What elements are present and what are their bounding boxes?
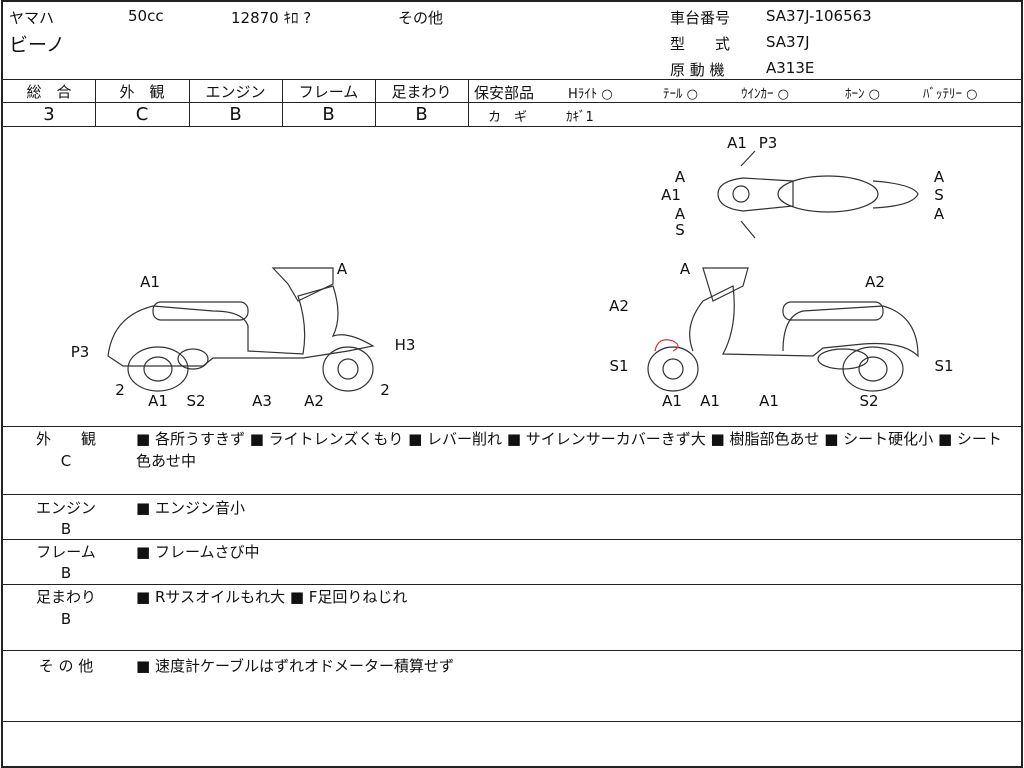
damage-label: A (674, 168, 686, 186)
maker: ヤマハ (9, 9, 55, 27)
safety-winker: ｳｲﾝｶｰ ○ (741, 87, 789, 102)
damage-label: A3 (252, 392, 272, 410)
grade-engine-label: エンジン (205, 83, 266, 101)
model-name: ビーノ (9, 34, 65, 56)
damage-label: P3 (70, 343, 90, 361)
section-other-text: ■ 速度計ケーブルはずれオドメーター積算せず (136, 657, 455, 675)
damage-label: A1 (727, 134, 747, 152)
damage-label: A (336, 260, 348, 278)
safety-headlight: Hﾗｲﾄ ○ (568, 87, 613, 102)
grade-frame-label: フレーム (298, 83, 359, 101)
damage-label: S (675, 221, 685, 239)
damage-label: A (933, 205, 945, 223)
safety-battery: ﾊﾞｯﾃﾘｰ ○ (923, 87, 978, 102)
grade-overall-value: 3 (43, 104, 55, 125)
section-suspension-text: ■ Rサスオイルもれ大 ■ F足回りねじれ (136, 588, 408, 606)
section-suspension-grade: B (60, 610, 72, 628)
grade-exterior-value: C (135, 104, 149, 125)
damage-label: S2 (186, 392, 206, 410)
damage-label: A1 (662, 392, 682, 410)
key-label: カ ギ (488, 110, 528, 125)
grade-engine-value: B (229, 104, 242, 125)
safety-tail: ﾃｰﾙ ○ (663, 87, 698, 102)
damage-label: A1 (759, 392, 779, 410)
right-side-scooter (647, 267, 919, 392)
engine-label: 原 動 機 (670, 61, 725, 79)
damage-label: A (933, 168, 945, 186)
section-exterior-grade: C (60, 452, 72, 470)
top-view-scooter (717, 150, 919, 239)
key-value: ｶｷﾞ1 (566, 110, 594, 125)
grade-overall-label: 総 合 (26, 83, 72, 101)
damage-label: S1 (609, 357, 629, 375)
damage-label: 2 (115, 381, 125, 399)
damage-label: S1 (934, 357, 954, 375)
section-suspension-title: 足まわり (35, 588, 96, 606)
section-engine-grade: B (60, 520, 72, 538)
damage-label: A1 (140, 273, 160, 291)
damage-label: H3 (394, 336, 416, 354)
type-label: 型 式 (670, 35, 731, 53)
damage-label: A2 (609, 297, 629, 315)
section-engine-title: エンジン (35, 499, 96, 517)
damage-label: A (674, 205, 686, 223)
section-engine-text: ■ エンジン音小 (136, 499, 245, 517)
engine: A313E (766, 59, 815, 77)
grade-suspension-label: 足まわり (391, 83, 452, 101)
section-frame-text: ■ フレームさび中 (136, 543, 260, 561)
displacement: 50cc (128, 7, 164, 25)
safety-horn: ﾎｰﾝ ○ (845, 87, 880, 102)
damage-label: A2 (865, 273, 885, 291)
type: SA37J (766, 33, 810, 51)
frame-no-label: 車台番号 (670, 9, 731, 27)
section-frame-title: フレーム (36, 543, 96, 561)
section-frame-grade: B (60, 564, 72, 582)
damage-label: A1 (661, 186, 681, 204)
grade-suspension-value: B (415, 104, 428, 125)
left-side-scooter (107, 267, 375, 392)
grade-frame-value: B (322, 104, 335, 125)
safety-title: 保安部品 (474, 84, 535, 102)
damage-label: S (934, 186, 944, 204)
frame-no: SA37J-106563 (766, 7, 872, 25)
damage-label: A1 (700, 392, 720, 410)
damage-label: P3 (758, 134, 778, 152)
damage-label: A1 (148, 392, 168, 410)
mileage: 12870 ｷﾛ ? (231, 9, 312, 27)
damage-label: 2 (380, 381, 390, 399)
damage-label: S2 (859, 392, 879, 410)
section-other-title: そ の 他 (38, 657, 94, 675)
damage-label: A (679, 260, 691, 278)
section-exterior-title: 外 観 (35, 430, 96, 448)
damage-label: A2 (304, 392, 324, 410)
grade-exterior-label: 外 観 (119, 83, 165, 101)
scooter-diagram (107, 150, 919, 392)
section-exterior-text: ■ 各所うすきず ■ ライトレンズくもり ■ レバー削れ ■ サイレンサーカバー… (136, 430, 1002, 470)
category: その他 (398, 9, 444, 27)
